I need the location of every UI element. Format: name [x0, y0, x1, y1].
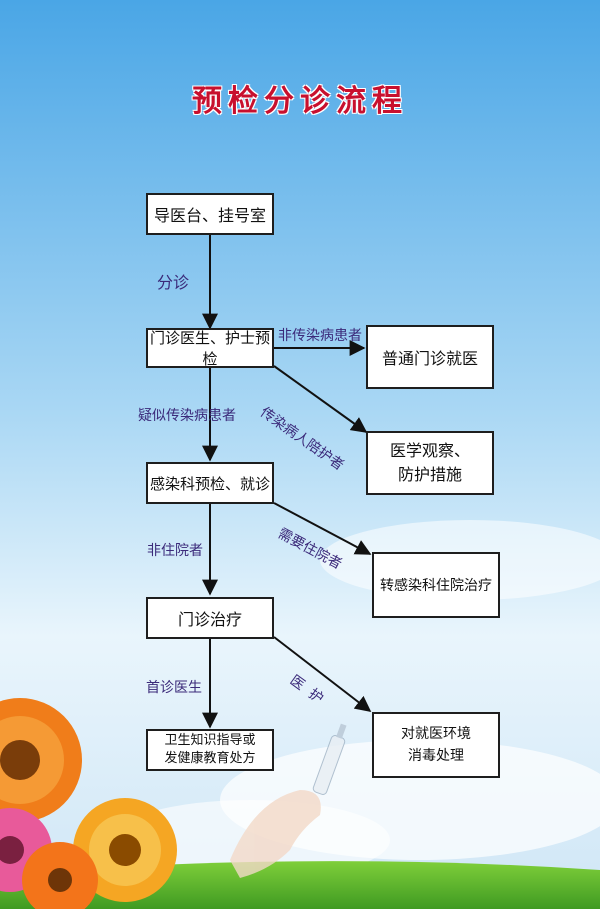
arrow-precheck-to-observation — [273, 365, 368, 433]
arrow-outpatient-to-disinfection — [273, 636, 372, 712]
node-reception-label: 导医台、挂号室 — [153, 206, 266, 225]
edge-label-triage: 分诊 — [157, 273, 190, 292]
node-pre-check-label: 门诊医生、护士预检 — [149, 329, 270, 368]
node-observation-line1: 医学观察、 — [389, 441, 470, 460]
yellow-flower-icon — [73, 798, 177, 902]
orange-flower-icon — [0, 698, 82, 822]
node-reception: 导医台、挂号室 — [146, 193, 274, 235]
page-title: 预检分诊流程 — [192, 84, 408, 119]
node-health-guidance-line2: 发健康教育处方 — [164, 751, 256, 766]
node-health-guidance-line1: 卫生知识指导或 — [164, 733, 256, 748]
node-transfer-inpatient: 转感染科住院治疗 — [372, 552, 500, 618]
node-general-clinic-label: 普通门诊就医 — [381, 349, 478, 368]
edge-label-first-doctor: 首诊医生 — [146, 680, 202, 696]
node-observation-line2: 防护措施 — [397, 465, 462, 484]
hand-syringe-icon — [230, 723, 347, 878]
node-infection-dept: 感染科预检、就诊 — [146, 462, 274, 504]
arrow-infection-to-transfer — [273, 502, 372, 555]
flow-arrows — [202, 234, 372, 729]
node-health-guidance: 卫生知识指导或 发健康教育处方 — [146, 729, 274, 771]
node-outpatient-treatment: 门诊治疗 — [146, 597, 274, 639]
node-disinfection-line2: 消毒处理 — [408, 748, 464, 764]
node-observation: 医学观察、 防护措施 — [366, 431, 494, 495]
edge-label-non-infectious: 非传染病患者 — [278, 328, 362, 344]
edge-label-non-inpatient: 非住院者 — [147, 543, 203, 559]
node-disinfection-line1: 对就医环境 — [401, 726, 471, 742]
orange-flower-icon — [22, 842, 98, 909]
node-pre-check: 门诊医生、护士预检 — [146, 328, 274, 368]
node-infection-dept-label: 感染科预检、就诊 — [149, 474, 270, 493]
node-outpatient-treatment-label: 门诊治疗 — [177, 610, 242, 629]
edge-label-suspected: 疑似传染病患者 — [138, 408, 236, 424]
node-general-clinic: 普通门诊就医 — [366, 325, 494, 389]
node-transfer-inpatient-label: 转感染科住院治疗 — [380, 578, 492, 594]
node-disinfection: 对就医环境 消毒处理 — [372, 712, 500, 778]
